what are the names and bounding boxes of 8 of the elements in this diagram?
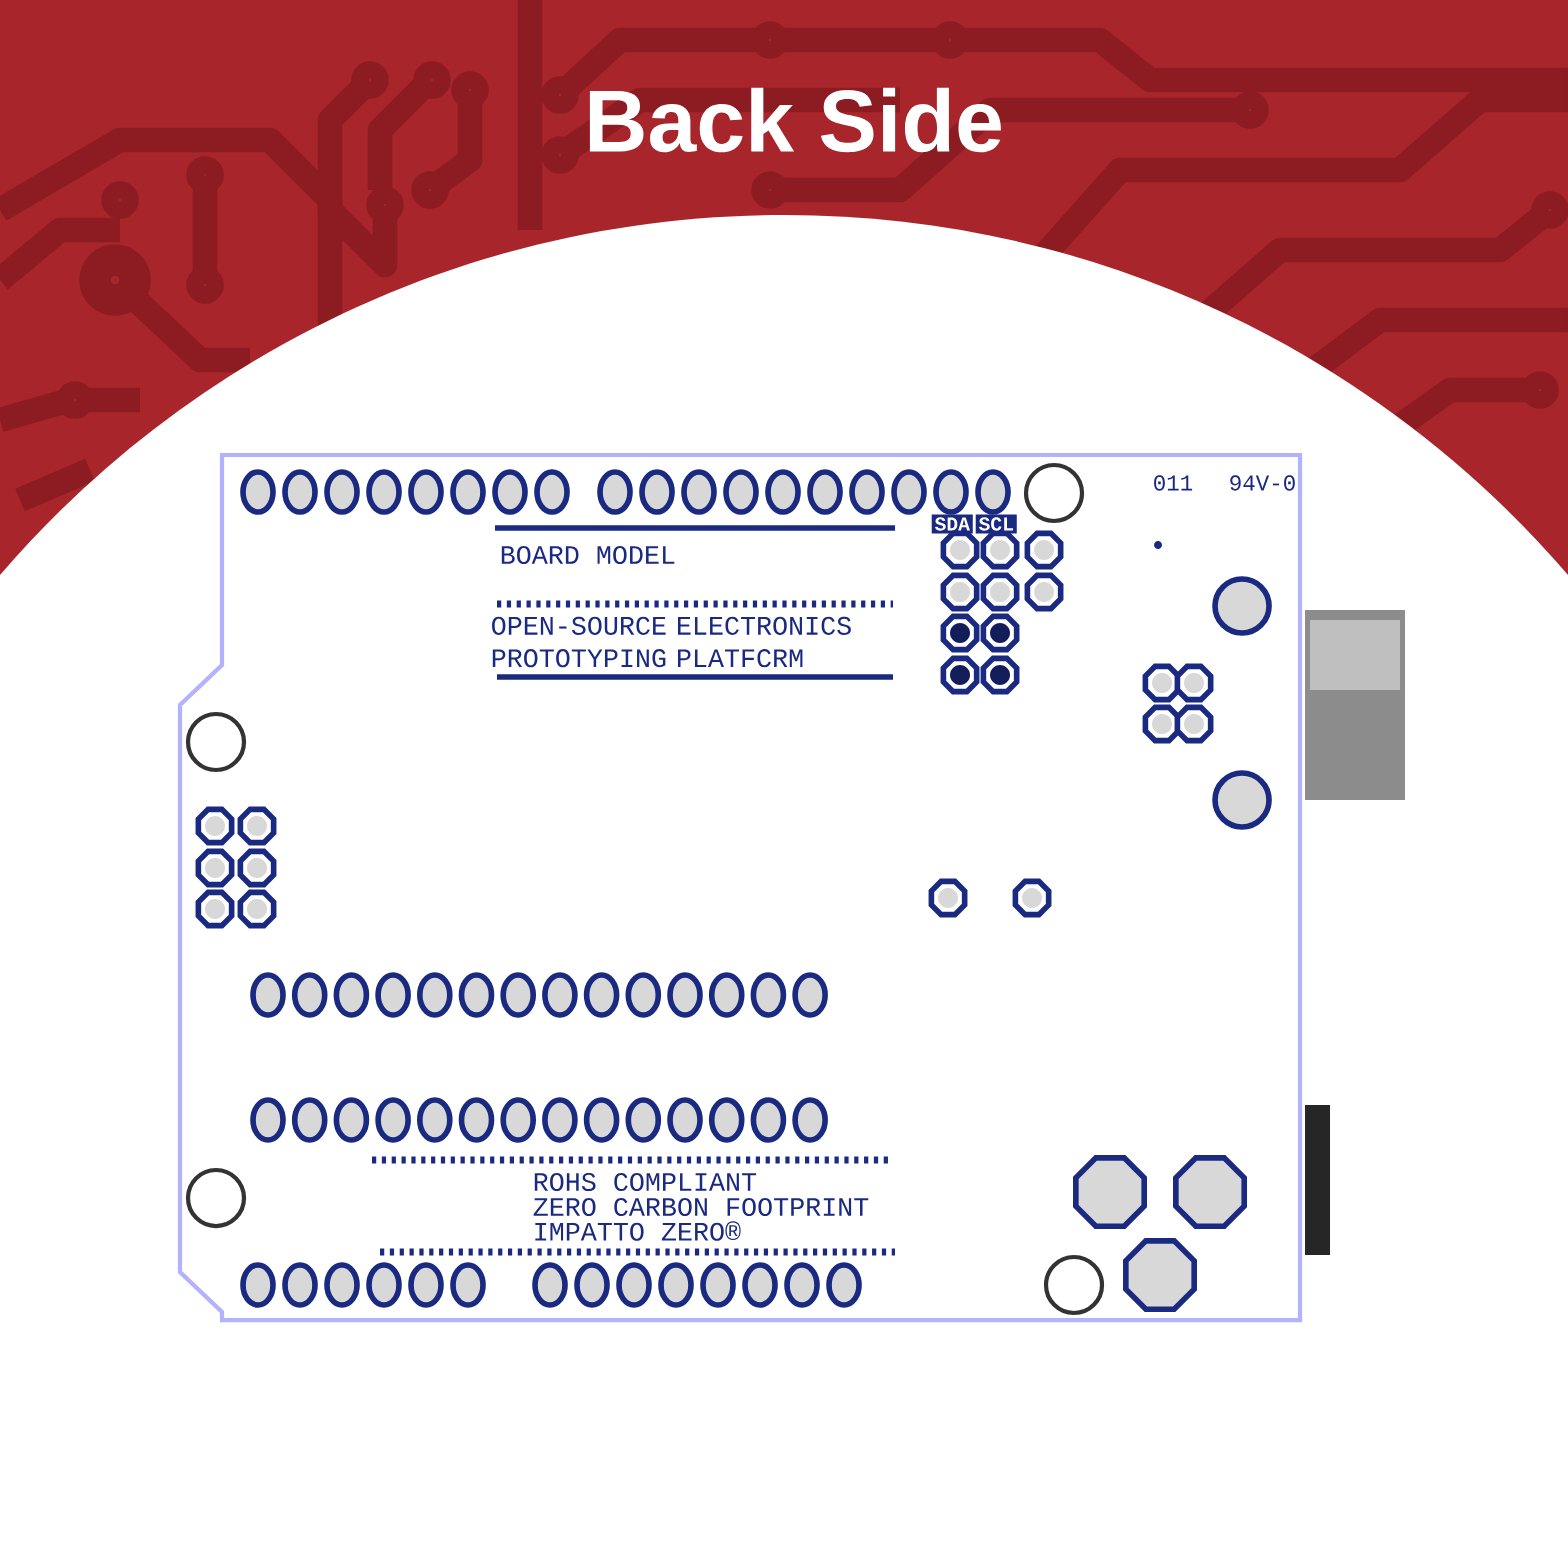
silkscreen-text: BOARD MODEL — [501, 545, 675, 565]
board-marking: 94V-0 — [1230, 475, 1295, 491]
silkscreen-text: IMPATTO ZERO® — [535, 1221, 741, 1241]
silkscreen-text: ZERO CARBON FOOTPRINT — [533, 1197, 869, 1217]
silkscreen-text: OPEN-SOURCE ELECTRONICS PROTOTYPING PLATFCRM — [492, 616, 851, 668]
board-marking: 011 — [1154, 475, 1193, 491]
title: Back Side — [589, 87, 1001, 153]
silkscreen-text: ROHS COMPLIANT — [534, 1172, 757, 1192]
